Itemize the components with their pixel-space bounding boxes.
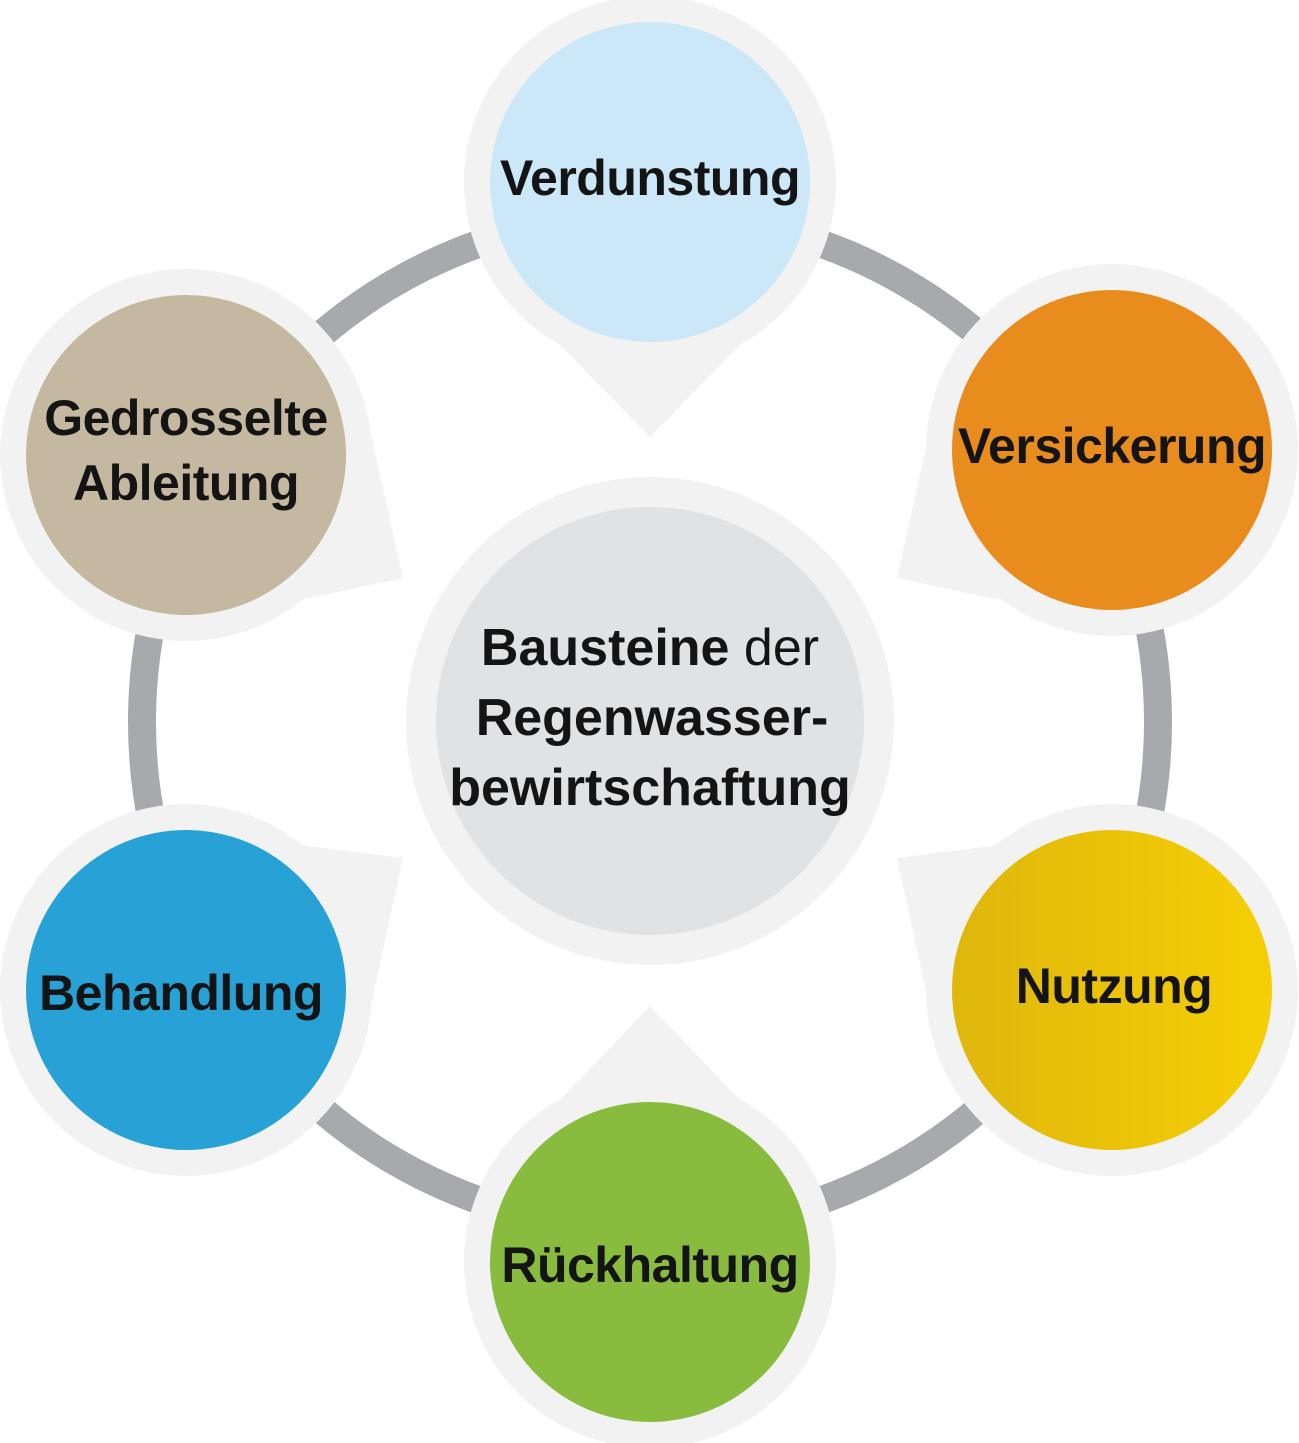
center-title-rest: der	[729, 619, 819, 677]
center-title-line3: bewirtschaftung	[449, 759, 851, 817]
node-nutzung	[952, 830, 1272, 1150]
label-gedrosselte-ableitung-line2: Ableitung	[73, 455, 299, 511]
center-circle	[436, 507, 864, 935]
label-nutzung: Nutzung	[1016, 958, 1212, 1014]
label-verdunstung: Verdunstung	[500, 150, 800, 206]
center-title-line2: Regenwasser-	[476, 689, 829, 747]
label-gedrosselte-ableitung-line1: Gedrosselte	[44, 390, 328, 446]
label-versickerung: Versickerung	[958, 418, 1266, 474]
node-gedrosselte-ableitung	[26, 295, 346, 615]
label-behandlung: Behandlung	[39, 965, 323, 1021]
node-verdunstung	[490, 22, 810, 342]
center-title-bold: Bausteine	[481, 619, 730, 677]
center-title-line1: Bausteine der	[481, 619, 819, 677]
label-rueckhaltung: Rückhaltung	[501, 1237, 798, 1293]
node-versickerung	[952, 290, 1272, 610]
node-rueckhaltung	[490, 1102, 810, 1422]
node-behandlung	[26, 830, 346, 1150]
